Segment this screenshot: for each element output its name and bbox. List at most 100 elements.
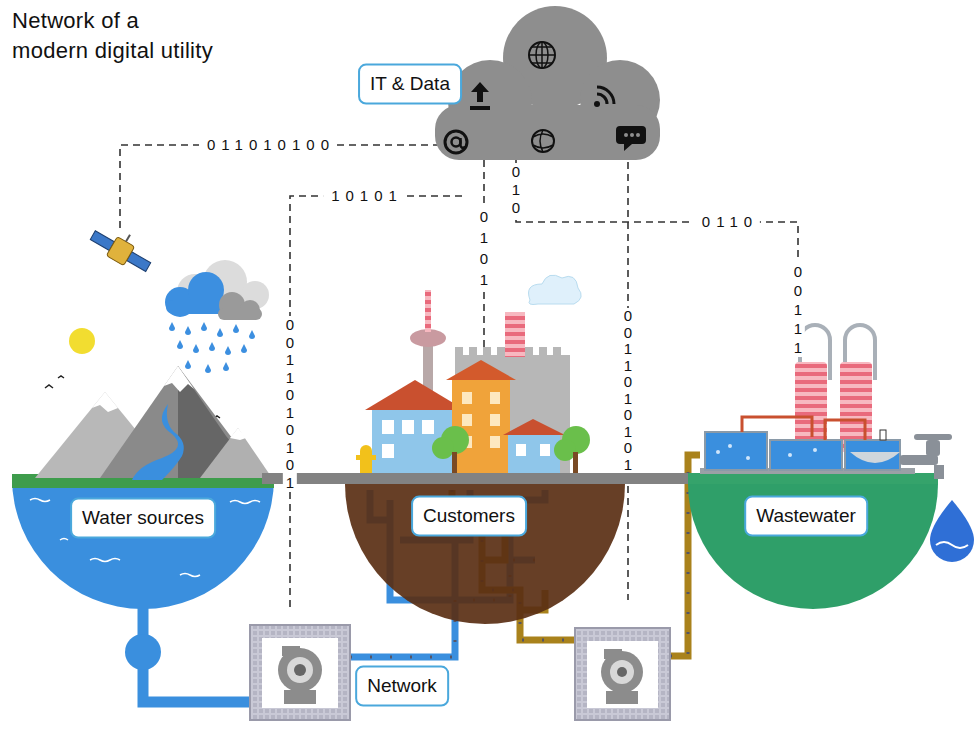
customers-art-part-part [573,452,578,473]
wastewater-art-part [900,455,938,465]
satellite-part [126,235,130,242]
pumps-part [606,691,638,704]
cloud-icons-part [636,133,640,137]
water-sources-art-part [69,328,95,354]
water-sources-art-part [200,428,272,478]
customers-art-part [356,455,376,460]
customers-art-part-part [516,444,526,456]
node-label: IT & Data [358,64,462,105]
wastewater-art-part-part [746,456,750,460]
water-sources-art [12,328,274,702]
wastewater-art-part [688,484,938,609]
pumps-part [262,638,338,708]
cloud-icons [445,42,646,153]
water-sources-art-part [30,499,260,577]
rain-cloud [165,260,269,373]
wastewater-art-part [840,362,872,452]
wastewater-art-part [742,417,865,440]
water-sources-art-part [164,366,194,392]
wastewater-art-part [688,473,938,484]
rain-cloud-part-part [249,330,255,339]
cloud-icons-part [594,101,600,107]
pumps-part [604,649,622,659]
cloud-icons-part [536,42,548,68]
wastewater-art-part [930,500,974,562]
pumps-part [617,667,627,677]
pumps-part [287,657,313,683]
region-node: IT & Data [373,5,663,160]
rain-cloud-part-part [185,360,191,369]
customers-art-part-part [462,414,472,426]
title: Network of a modern digital utility [12,6,312,65]
wastewater-art-part-part [716,450,720,454]
customers-art-part-part [554,439,576,461]
cloud-icons-part [597,87,614,104]
rain-cloud-part-part [169,322,175,331]
cloud-icons-part [452,138,461,147]
customers-art-part-part [422,420,434,434]
pumps-part [294,664,306,676]
wastewater-art-part-part [813,448,817,452]
cloud-icons-part [630,133,634,137]
region-node: Water sources [12,475,274,606]
wastewater-art-part [705,432,767,470]
wastewater-art-part [914,434,952,440]
rain-cloud-part-part [217,328,223,337]
customers-art-part [452,452,578,473]
wastewater-art [688,325,974,609]
rain-cloud-part-part [241,344,247,353]
wastewater-art-part [936,542,968,548]
rain-cloud-part-part [185,326,191,335]
customers-art-part [505,312,525,357]
region-node: Customers [345,350,625,620]
customers-art-part [529,275,582,304]
rain-cloud-part-part [201,322,207,331]
customers-art-part-part [462,392,472,404]
customers-art-part-part [490,436,500,448]
customers-art-part-part [540,444,550,456]
node-label: Water sources [70,498,216,539]
water-sources-art-part [125,634,161,670]
cloud-icons-part [471,82,489,102]
customers-art-part-part [490,414,500,426]
cloud-icons-part [445,131,467,153]
wastewater-art-part [880,430,886,440]
binary-label: 011010100 [199,136,337,154]
water-sources-art-part [132,404,184,480]
dashed-links-part [120,145,440,228]
node-label: Network [355,666,449,707]
customers-art-part [372,410,458,473]
binary-label: 0110 [694,213,760,231]
binary-label: 0101 [477,206,491,290]
water-sources-art-part-part [90,559,120,562]
rain-cloud-part-part [205,364,211,373]
pumps-part [284,690,316,704]
water-sources-art-part-part [30,499,50,502]
rain-cloud-part-part [223,362,229,371]
rain-cloud-part-part [225,346,231,355]
water-sources-art-part [12,478,274,609]
wastewater-art-part [845,440,900,470]
wastewater-art-part [926,440,940,456]
binary-label: 0011010101 [621,308,635,473]
customers-art-part [446,360,516,380]
customers-art-part [345,484,625,624]
satellite-part [106,237,134,266]
pumps-part [282,646,300,656]
region-node: Network [352,664,452,709]
rain-cloud-part [169,322,255,373]
customers-art-part-part [432,437,454,459]
wastewater-art-part-part [728,444,732,448]
rain-cloud-part [218,292,262,320]
cloud-icons-part [529,42,555,68]
customers-art-part-part [382,420,394,434]
pumps-part [250,625,350,720]
pumps [250,625,670,720]
water-sources-art-part [230,428,246,440]
customers-art-part-part [490,392,500,404]
pipes-part-part [670,455,688,656]
wastewater-art-part [850,452,900,463]
pumps-part [610,660,634,684]
